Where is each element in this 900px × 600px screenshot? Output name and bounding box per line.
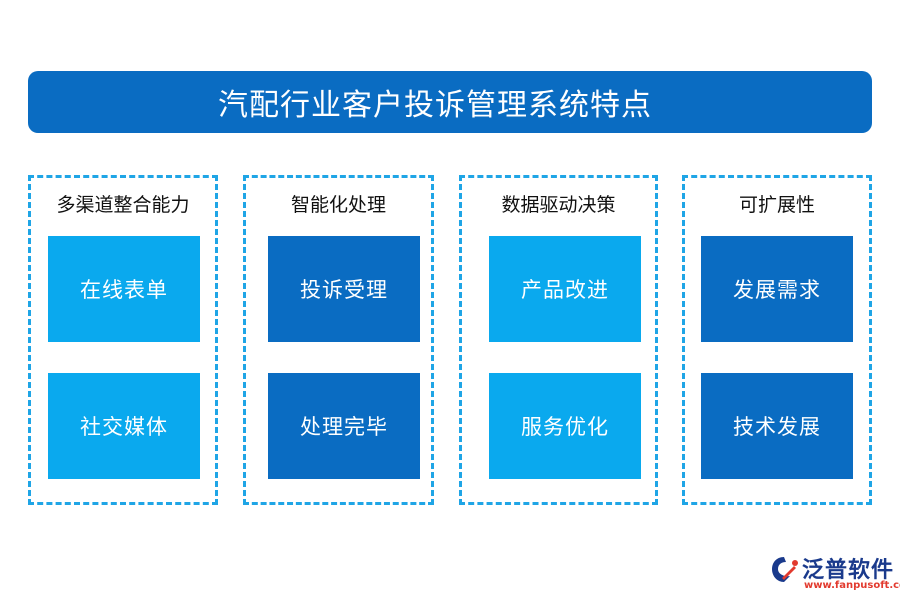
title-banner: 汽配行业客户投诉管理系统特点 — [28, 71, 872, 133]
feature-box-social-media: 社交媒体 — [48, 373, 200, 479]
column-heading: 可扩展性 — [738, 194, 815, 216]
feature-column-intelligent: 智能化处理 投诉受理 处理完毕 — [243, 175, 434, 505]
feature-box-dev-needs: 发展需求 — [701, 236, 853, 342]
feature-column-scalability: 可扩展性 发展需求 技术发展 — [682, 175, 872, 505]
brand-url: www.fanpusoft.com — [804, 580, 900, 591]
feature-box-service-optimize: 服务优化 — [489, 373, 641, 479]
fanpu-logo-icon — [772, 557, 798, 582]
feature-box-complaint-accept: 投诉受理 — [268, 236, 420, 342]
page-title: 汽配行业客户投诉管理系统特点 — [218, 88, 652, 123]
feature-box-online-form: 在线表单 — [48, 236, 200, 342]
brand-logo: 泛普软件 www.fanpusoft.com — [768, 552, 900, 596]
feature-box-processing-done: 处理完毕 — [268, 373, 420, 479]
feature-column-data-driven: 数据驱动决策 产品改进 服务优化 — [459, 175, 658, 505]
brand-name: 泛普软件 — [802, 558, 895, 583]
feature-box-tech-dev: 技术发展 — [701, 373, 853, 479]
feature-column-multichannel: 多渠道整合能力 在线表单 社交媒体 — [28, 175, 218, 505]
column-heading: 数据驱动决策 — [501, 194, 616, 216]
column-heading: 智能化处理 — [290, 194, 386, 216]
feature-box-product-improve: 产品改进 — [489, 236, 641, 342]
column-heading: 多渠道整合能力 — [56, 194, 190, 216]
